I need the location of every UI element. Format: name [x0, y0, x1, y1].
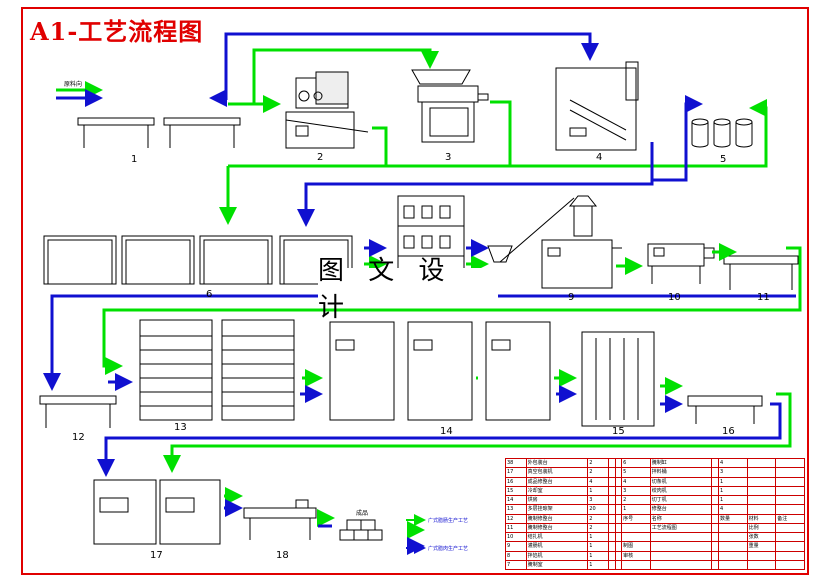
- station-1-trimming-tables: [77, 117, 241, 148]
- station-4-strip-cutter: [555, 61, 639, 151]
- legend-green-label: 广式腊肠生产工艺: [428, 517, 468, 524]
- station-12-trimming-table: [39, 395, 117, 428]
- station-label: 14: [440, 426, 453, 437]
- station-18-packing-table: [243, 499, 317, 540]
- station-label: 6: [206, 289, 212, 300]
- station-2-dicing-machine: [285, 71, 369, 149]
- station-label: 13: [174, 422, 187, 433]
- station-5-mixing-drums: [691, 118, 753, 148]
- legend: 广式腊肠生产工艺: [406, 514, 468, 526]
- legend-blue: 广式腊肉生产工艺: [406, 542, 468, 554]
- blue-flow-lines: [43, 32, 796, 555]
- station-label: 9: [568, 292, 574, 303]
- finished-product-boxes: [339, 519, 383, 541]
- station-15-cooling-room: [581, 331, 655, 427]
- station-9-stuffing-machine: [487, 195, 622, 289]
- station-10-tying-machine: [647, 243, 715, 284]
- station-label: 1: [131, 154, 137, 165]
- station-number-labels: 1 2 3 4 5 6 9 10 11 12 13 14 15 16 17 18: [72, 152, 770, 561]
- station-11-trimming-table: [723, 255, 799, 290]
- station-label: 16: [722, 426, 735, 437]
- station-3-mincer: [411, 69, 489, 143]
- station-label: 18: [276, 550, 289, 561]
- product-label: 成品: [356, 509, 368, 517]
- station-label: 4: [596, 152, 602, 163]
- station-13-hanging-racks: [139, 319, 295, 421]
- green-flow-lines: [56, 48, 802, 539]
- station-16-finishing-table: [687, 395, 763, 424]
- drawing-border: [21, 7, 809, 575]
- station-label: 17: [150, 550, 163, 561]
- legend-blue-label: 广式腊肉生产工艺: [428, 545, 468, 552]
- legend-top-label: 原料向: [64, 80, 82, 88]
- station-14-drying-ovens: [329, 321, 551, 421]
- station-label: 10: [668, 292, 681, 303]
- station-label: 2: [317, 152, 323, 163]
- station-6-curing-tanks: [43, 235, 353, 285]
- station-label: 12: [72, 432, 85, 443]
- station-17-vacuum-packers: [93, 479, 221, 545]
- watermark: 图 文 设 计: [318, 256, 498, 323]
- station-label: 11: [757, 292, 770, 303]
- drawing-title: A1-工艺流程图: [30, 17, 204, 46]
- station-label: 3: [445, 152, 451, 163]
- station-label: 15: [612, 426, 625, 437]
- station-label: 5: [720, 154, 726, 165]
